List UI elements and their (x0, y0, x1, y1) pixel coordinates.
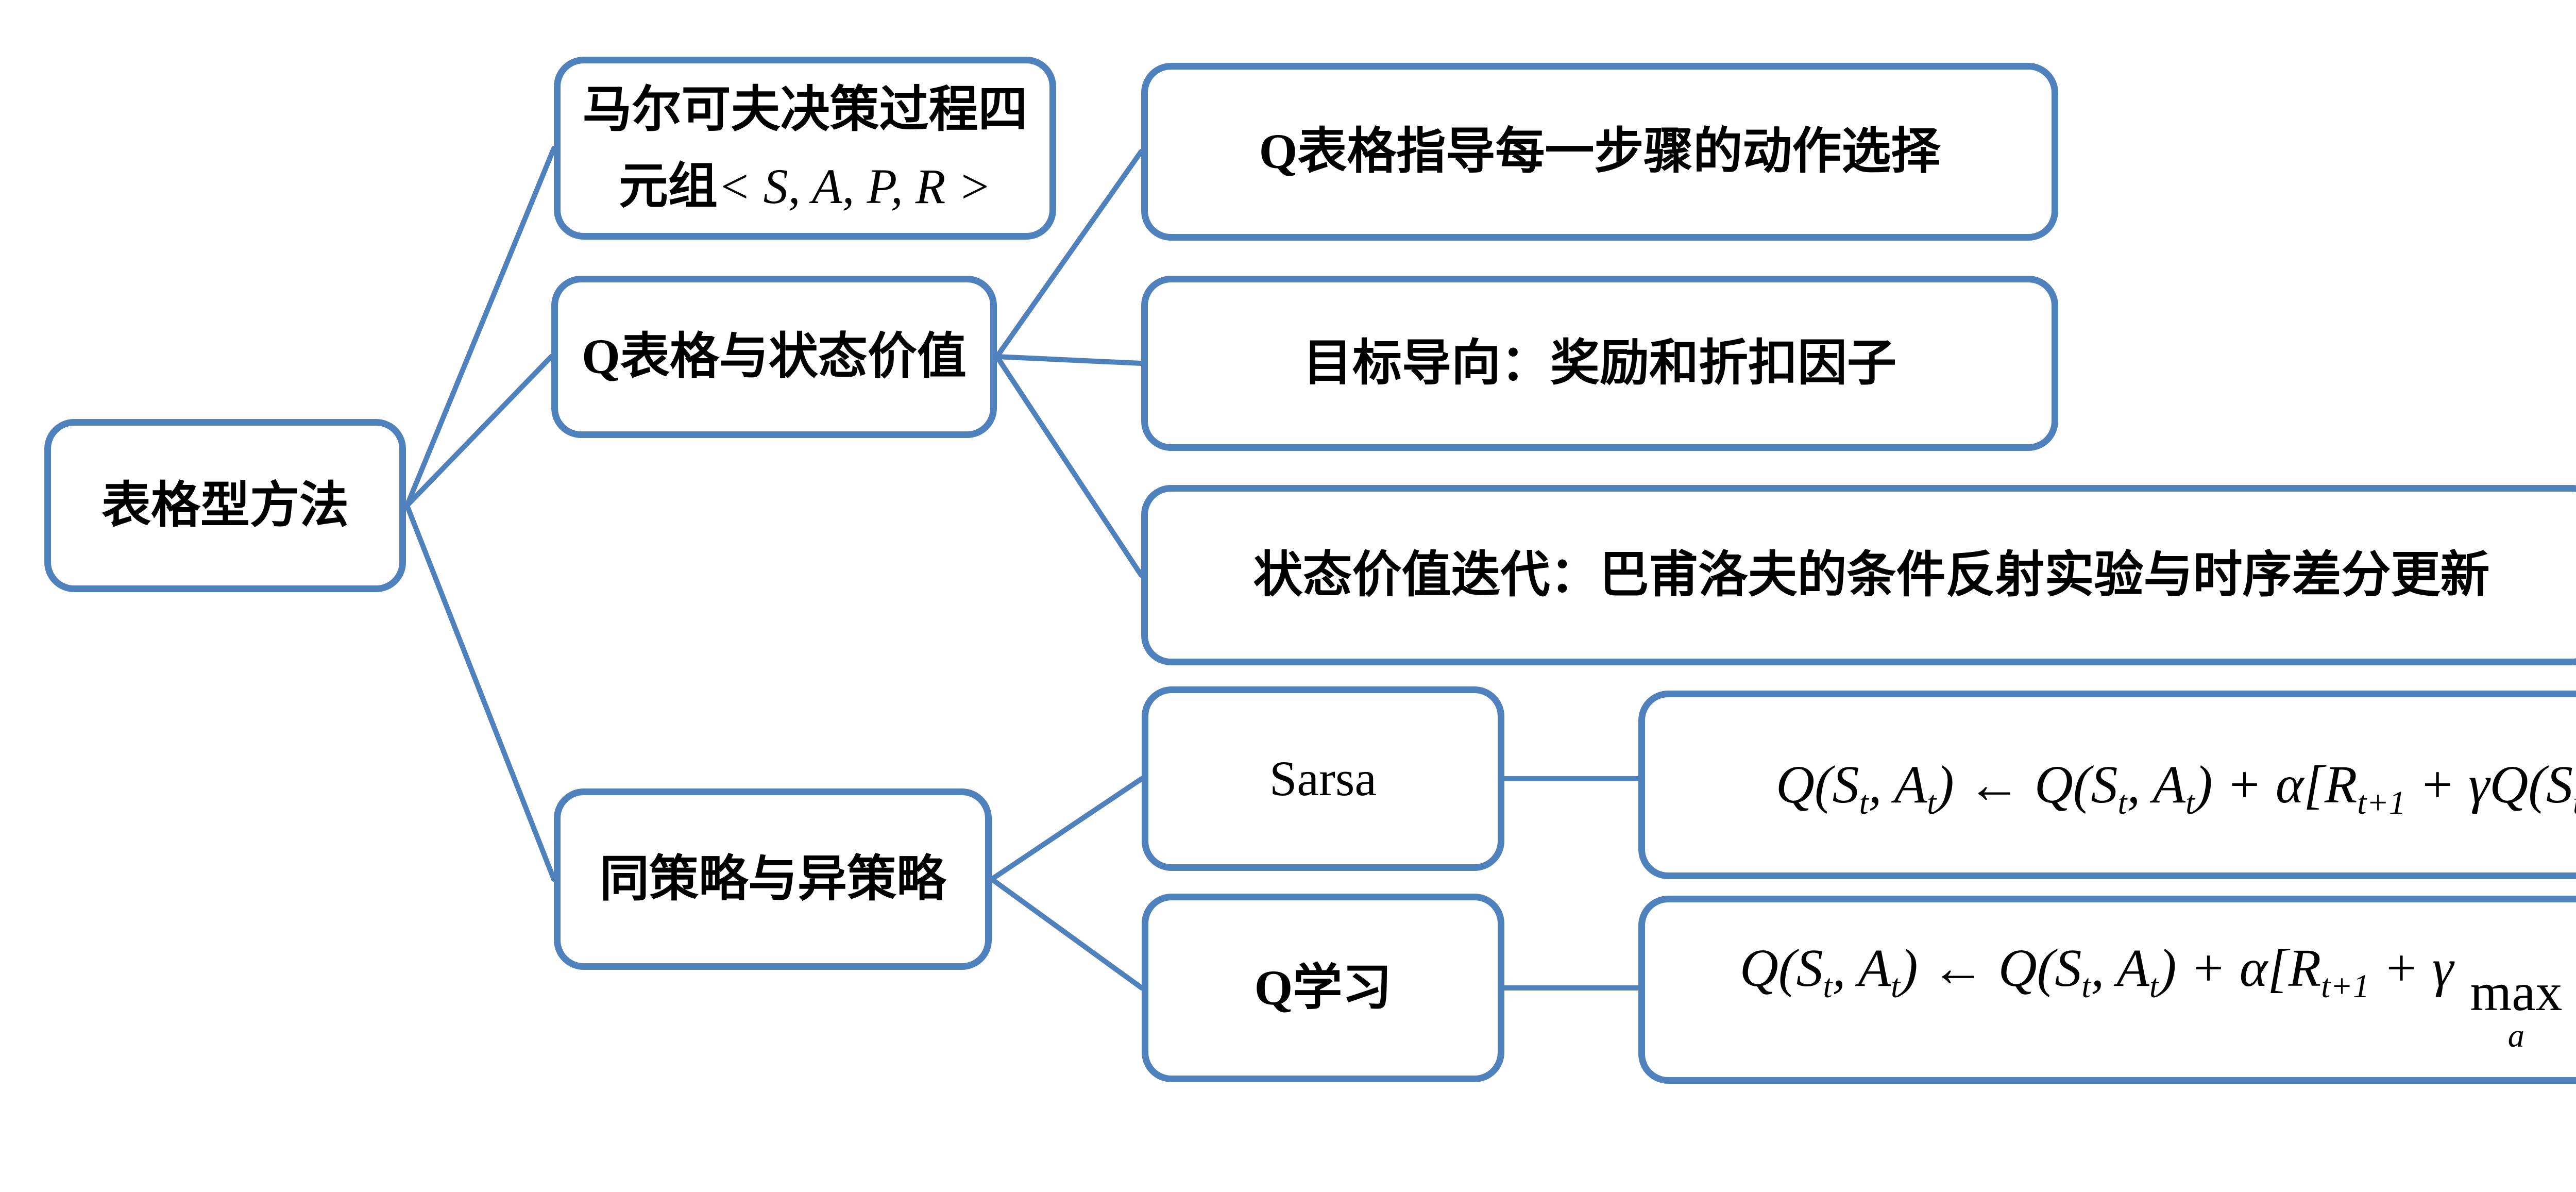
node-mdp-line2-math: < S, A, P, R > (717, 158, 992, 214)
node-qtable-guides-actions: Q表格指导每一步骤的动作选择 (1141, 63, 2058, 241)
node-sarsa-update-formula: Q(St, At) ← Q(St, At) + α[Rt+1 + γQ(St+1… (1638, 691, 2576, 879)
node-qtable-state-value: Q表格与状态价值 (551, 276, 997, 438)
node-state-value-iteration-pavlov-td: 状态价值迭代：巴甫洛夫的条件反射实验与时序差分更新 (1141, 485, 2576, 665)
connector-policy-sarsa (989, 776, 1144, 882)
node-mdp-line1: 马尔可夫决策过程四 (582, 81, 1028, 137)
connector-qtable-child3 (994, 354, 1144, 578)
node-qlearning-label: Q学习 (1254, 960, 1392, 1015)
connector-root-qtable (404, 354, 554, 508)
node-mdp-tuple: 马尔可夫决策过程四 元组< S, A, P, R > (554, 57, 1056, 240)
sarsa-formula-text: Q(St, At) ← Q(St, At) + α[Rt+1 + γQ(St+1… (1775, 755, 2576, 821)
node-qlearning: Q学习 (1142, 894, 1504, 1082)
node-sarsa-label: Sarsa (1269, 750, 1377, 806)
node-policy-label: 同策略与异策略 (600, 851, 946, 906)
node-root-tabular-methods: 表格型方法 (44, 419, 406, 592)
node-qtable-child2-label: 目标导向：奖励和折扣因子 (1303, 335, 1896, 391)
connector-qtable-child1 (994, 149, 1144, 359)
node-goal-oriented-reward-discount: 目标导向：奖励和折扣因子 (1141, 276, 2058, 451)
node-qtable-child1-label: Q表格指导每一步骤的动作选择 (1259, 124, 1941, 179)
node-qtable-child3-label: 状态价值迭代：巴甫洛夫的条件反射实验与时序差分更新 (1253, 547, 2490, 602)
node-on-off-policy: 同策略与异策略 (554, 788, 992, 970)
connector-root-mdp (404, 146, 556, 508)
node-mdp-line2-prefix: 元组 (618, 158, 718, 214)
node-mdp-label: 马尔可夫决策过程四 元组< S, A, P, R > (583, 72, 1028, 225)
node-root-label: 表格型方法 (101, 477, 349, 533)
connector-policy-qlearn (989, 877, 1144, 990)
node-sarsa: Sarsa (1142, 686, 1504, 871)
connector-root-policy (404, 503, 556, 882)
connector-qtable-child2 (994, 354, 1144, 366)
node-qtable-label: Q表格与状态价值 (582, 329, 967, 384)
